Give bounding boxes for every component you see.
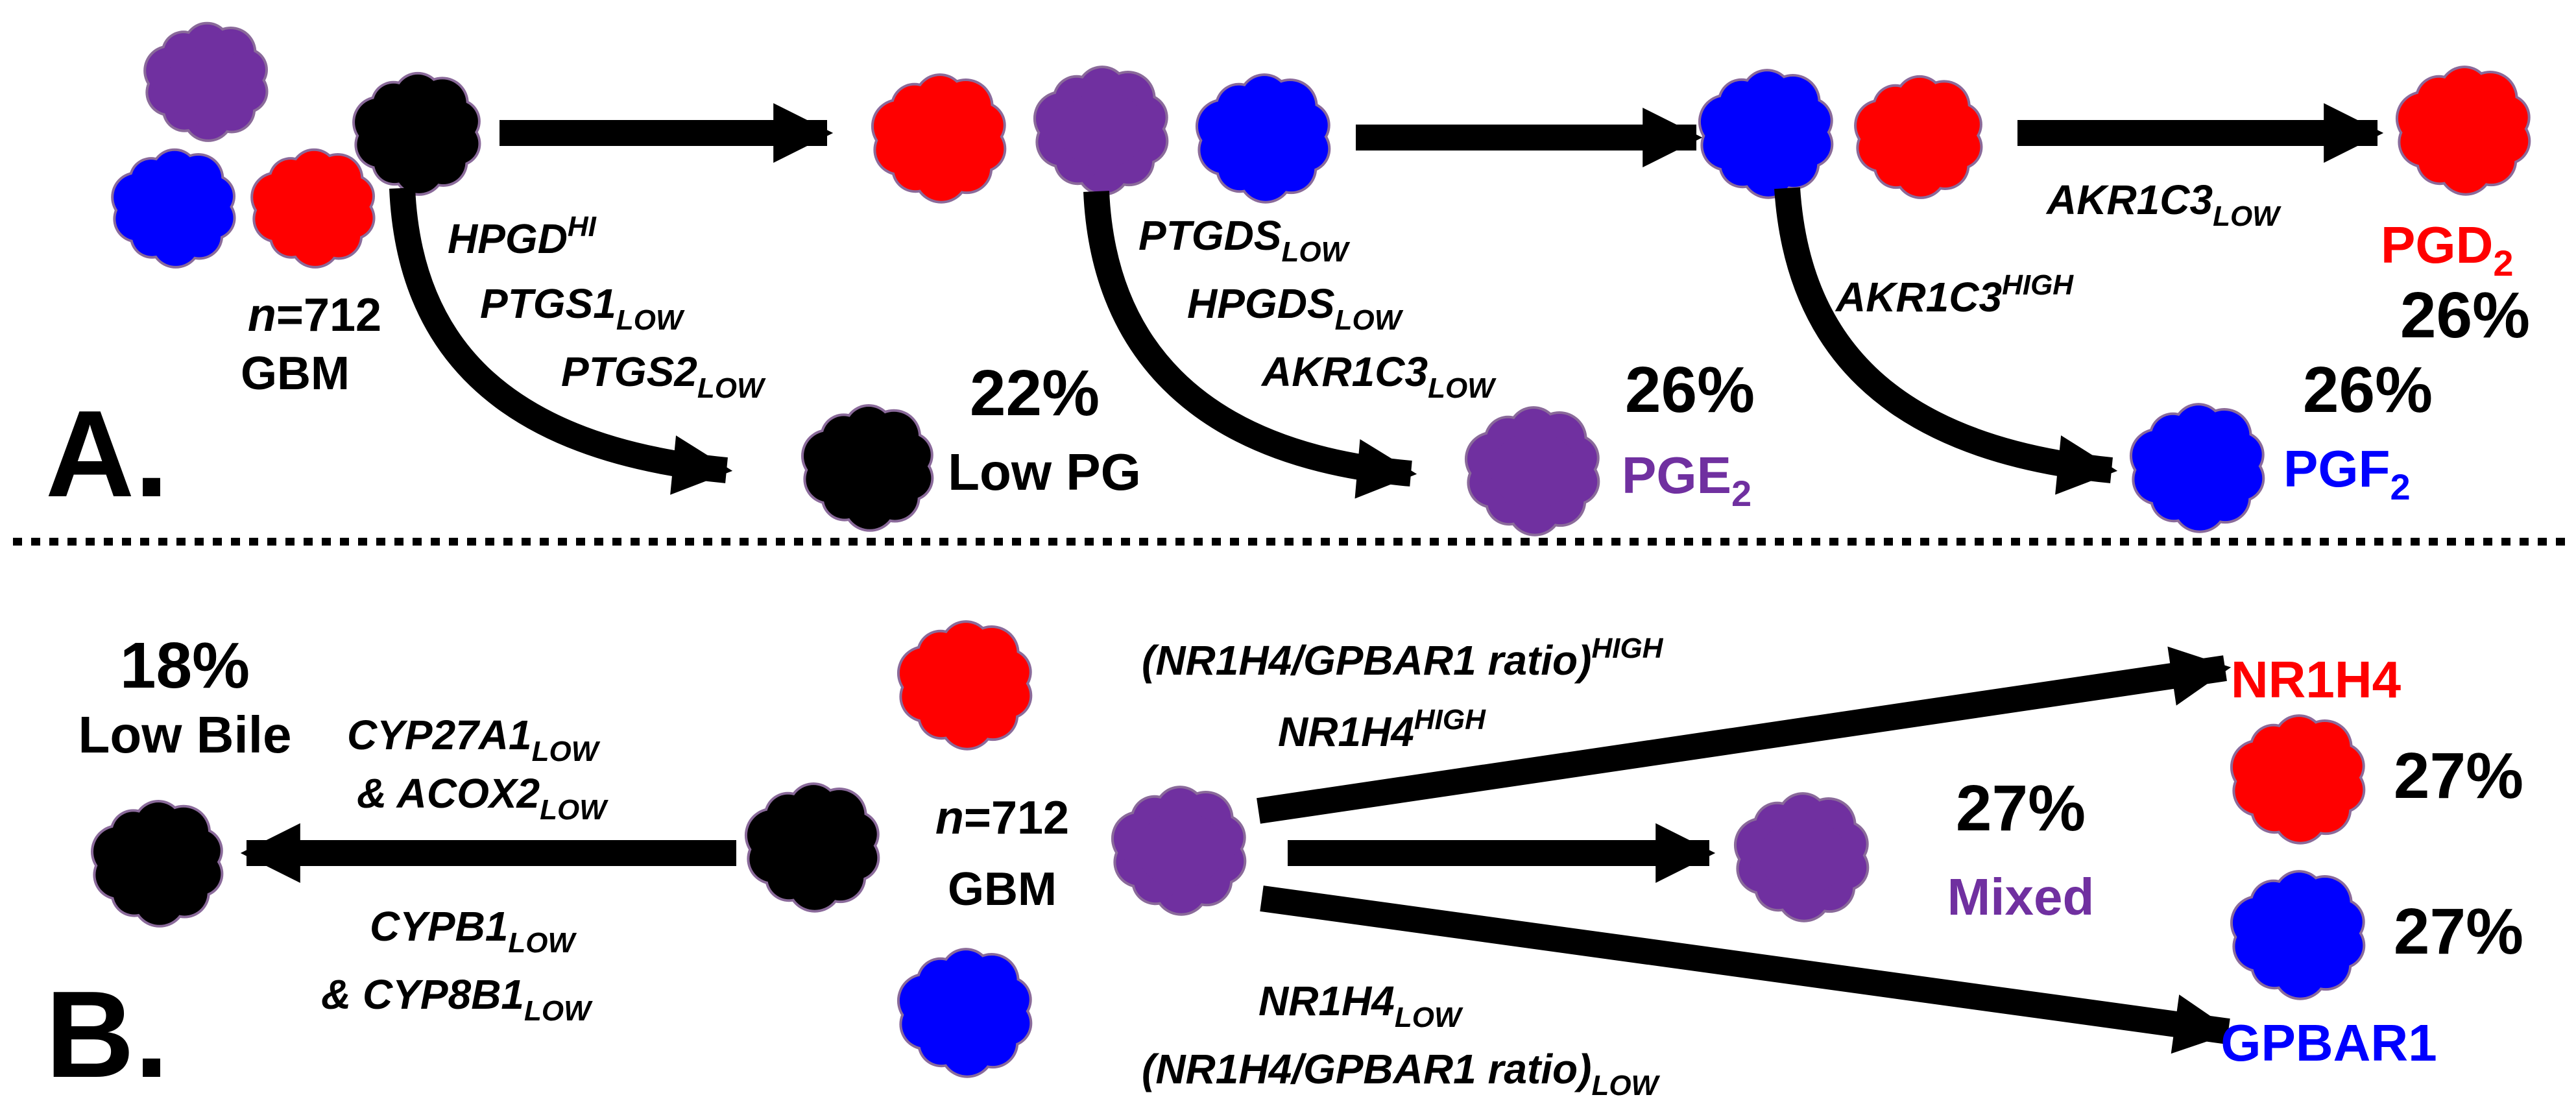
arrow-a2-curve — [1083, 191, 1417, 499]
cluster — [90, 800, 224, 928]
cohort-label-a: GBM — [241, 348, 350, 400]
cohort-size-b: n=712 — [935, 792, 1069, 844]
cluster — [871, 73, 1007, 204]
gene-ptgs1: PTGS1LOW — [480, 280, 685, 336]
cohort-size-a: n=712 — [248, 289, 381, 341]
gene-hpgds: HPGDSLOW — [1187, 280, 1404, 336]
pge2-label: PGE2 — [1622, 446, 1751, 514]
cluster — [1195, 73, 1331, 204]
pge2-percent: 26% — [1625, 354, 1755, 426]
cluster — [1698, 69, 1834, 199]
cohort-label-b: GBM — [948, 863, 1057, 915]
pgd2-percent: 26% — [2400, 279, 2530, 352]
ratio-high: (NR1H4/GPBAR1 ratio)HIGH — [1142, 632, 1664, 684]
cluster — [1733, 792, 1870, 922]
nr1h4-label: NR1H4 — [2231, 651, 2401, 708]
cluster — [1854, 75, 1983, 199]
panel-b-label: B. — [45, 966, 169, 1103]
arrow-a1-curve — [389, 187, 733, 495]
cluster — [2395, 66, 2531, 196]
arrow-b-up — [1257, 646, 2232, 824]
gene-nr1h4-low: NR1H4LOW — [1258, 978, 1463, 1033]
gene-akr1c3-high: AKR1C3HIGH — [1835, 269, 2074, 320]
cluster — [1111, 786, 1247, 916]
low-pg-percent: 22% — [970, 357, 1100, 429]
low-pg-label: Low PG — [948, 443, 1141, 501]
low-bile-label: Low Bile — [78, 706, 292, 764]
panel-b: 18% Low Bile CYP27A1LOW & ACOX2LOW CYPB1… — [45, 620, 2523, 1103]
mixed-percent: 27% — [1956, 772, 2086, 845]
pgf2-percent: 26% — [2303, 354, 2433, 426]
cluster — [1033, 66, 1169, 196]
gene-cyp8b1: & CYP8B1LOW — [321, 971, 593, 1027]
cluster — [111, 148, 236, 269]
pgd2-label: PGD2 — [2381, 216, 2514, 283]
cluster — [800, 404, 934, 532]
gene-ptgds: PTGDSLOW — [1138, 212, 1351, 268]
cluster — [897, 620, 1033, 751]
gene-acox2: & ACOX2LOW — [357, 770, 608, 826]
cluster — [2230, 870, 2366, 1000]
pgf2-label: PGF2 — [2283, 440, 2411, 507]
mixed-label: Mixed — [1947, 868, 2095, 926]
cluster — [744, 782, 880, 913]
gene-hpgd: HPGDHI — [448, 211, 597, 262]
cluster — [1464, 406, 1600, 536]
arrow-a3-curve — [1774, 187, 2118, 495]
gpbar1-percent: 27% — [2394, 895, 2523, 968]
gpbar1-label: GPBAR1 — [2221, 1014, 2437, 1072]
cluster — [2129, 403, 2265, 533]
gene-cypb1: CYPB1LOW — [370, 903, 577, 959]
gene-ptgs2: PTGS2LOW — [561, 348, 766, 404]
low-bile-percent: 18% — [120, 629, 250, 702]
gene-cyp27a1: CYP27A1LOW — [347, 712, 601, 767]
cluster — [143, 21, 269, 142]
arrow-b-down — [1260, 885, 2235, 1054]
cluster — [250, 148, 376, 269]
nr1h4-percent: 27% — [2394, 740, 2523, 812]
cluster — [352, 71, 481, 196]
gene-akr1c3-low: AKR1C3LOW — [2045, 176, 2281, 232]
cluster — [897, 948, 1033, 1078]
panel-a-label: A. — [45, 385, 169, 523]
ratio-low: (NR1H4/GPBAR1 ratio)LOW — [1142, 1046, 1661, 1102]
cluster — [2230, 714, 2366, 845]
gene-nr1h4-high: NR1H4HIGH — [1278, 704, 1486, 755]
gene-akr1c3-pge: AKR1C3LOW — [1260, 348, 1497, 404]
panel-a: n=712 GBM HPGDHI PTGS1LOW PTGS2LOW 22% L… — [45, 21, 2531, 536]
